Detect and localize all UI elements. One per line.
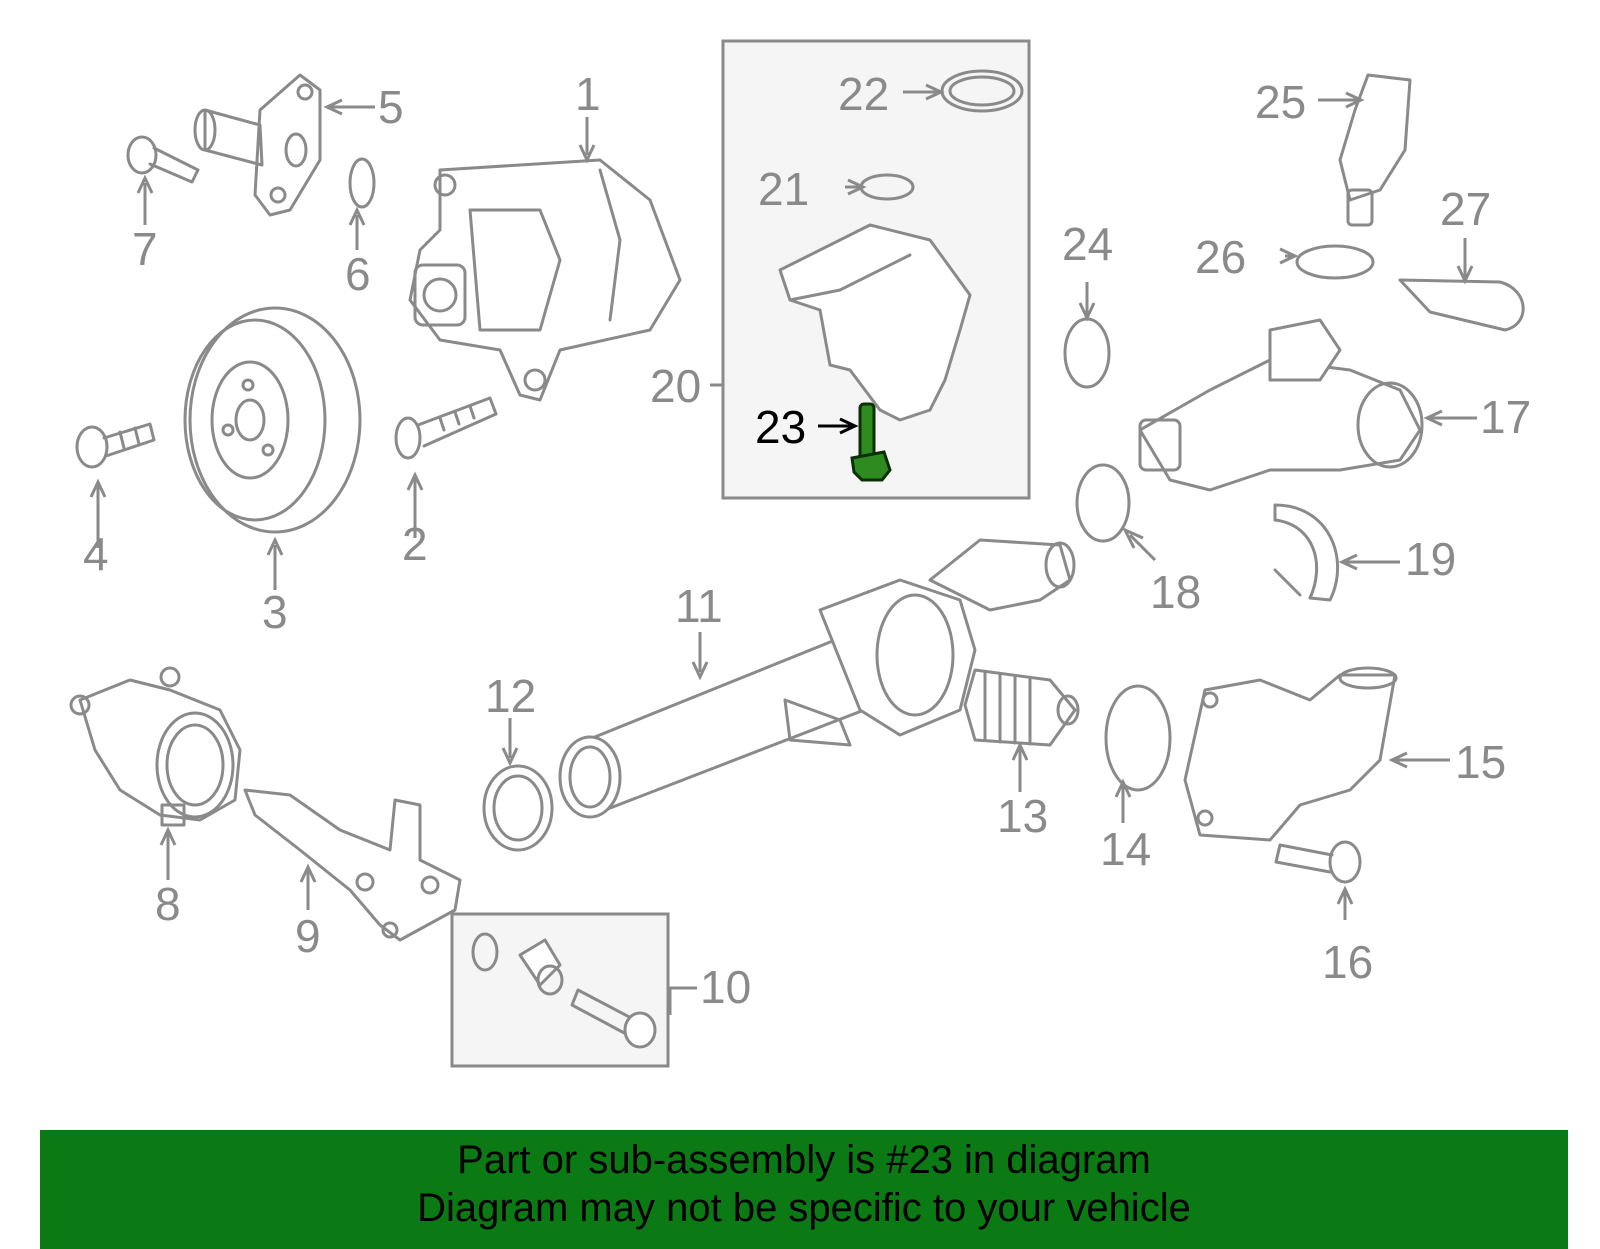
part-8-water-outlet[interactable] [69, 666, 242, 827]
info-banner: Part or sub-assembly is #23 in diagram D… [40, 1130, 1568, 1249]
part-20-cover[interactable] [778, 223, 972, 422]
label-8: 8 [155, 878, 181, 930]
label-3: 3 [262, 586, 288, 638]
label-5: 5 [378, 81, 404, 133]
label-2: 2 [402, 518, 428, 570]
part-27-gasket[interactable] [1398, 278, 1525, 332]
label-6: 6 [345, 248, 371, 300]
label-26: 26 [1195, 231, 1246, 283]
part-18-o-ring[interactable] [1075, 463, 1131, 543]
label-14: 14 [1100, 823, 1151, 875]
part-16-bolt[interactable] [1274, 840, 1362, 884]
label-25: 25 [1255, 76, 1306, 128]
label-24: 24 [1062, 218, 1113, 270]
banner-line-part-number: Part or sub-assembly is #23 in diagram [457, 1138, 1151, 1182]
part-25-sensor[interactable] [1338, 73, 1412, 227]
label-10: 10 [700, 961, 751, 1013]
label-4: 4 [83, 528, 109, 580]
part-10-kit[interactable] [471, 932, 657, 1049]
label-12: 12 [485, 670, 536, 722]
part-6-o-ring[interactable] [348, 157, 376, 209]
part-7-bolt[interactable] [126, 135, 200, 184]
part-3-pulley[interactable] [183, 306, 362, 534]
part-15-housing[interactable] [1183, 666, 1398, 842]
part-1-water-pump[interactable] [408, 158, 682, 402]
label-27: 27 [1440, 183, 1491, 235]
part-26-o-ring[interactable] [1295, 244, 1375, 280]
label-1: 1 [575, 68, 601, 120]
part-9-bracket[interactable] [243, 788, 462, 942]
part-13-thermostat[interactable] [963, 668, 1080, 747]
banner-line-disclaimer: Diagram may not be specific to your vehi… [417, 1186, 1191, 1230]
label-13: 13 [997, 790, 1048, 842]
part-12-seal[interactable] [482, 764, 554, 852]
part-19-clip[interactable] [1273, 503, 1340, 602]
callout-labels: 1 2 3 4 5 6 7 8 9 10 11 12 13 14 15 16 1… [83, 68, 1531, 1013]
part-14-o-ring[interactable] [1104, 684, 1172, 792]
part-2-bolt[interactable] [394, 396, 498, 460]
label-9: 9 [295, 910, 321, 962]
label-15: 15 [1455, 736, 1506, 788]
label-23-highlighted: 23 [755, 401, 806, 453]
label-11: 11 [675, 580, 723, 632]
label-18: 18 [1150, 566, 1201, 618]
part-5-pipe-flange[interactable] [193, 73, 322, 217]
label-7: 7 [132, 223, 158, 275]
label-20: 20 [650, 360, 701, 412]
label-22: 22 [838, 68, 889, 120]
leader-lines [89, 83, 1477, 1015]
part-24-o-ring[interactable] [1063, 317, 1111, 389]
label-17: 17 [1480, 391, 1531, 443]
label-21: 21 [758, 163, 809, 215]
part-23-bolt-highlighted[interactable] [850, 402, 892, 482]
part-4-bolt[interactable] [75, 422, 156, 469]
part-17-thermostat-housing[interactable] [1138, 318, 1424, 492]
label-16: 16 [1322, 936, 1373, 988]
part-11-water-pipe[interactable] [558, 538, 1076, 819]
label-19: 19 [1405, 533, 1456, 585]
